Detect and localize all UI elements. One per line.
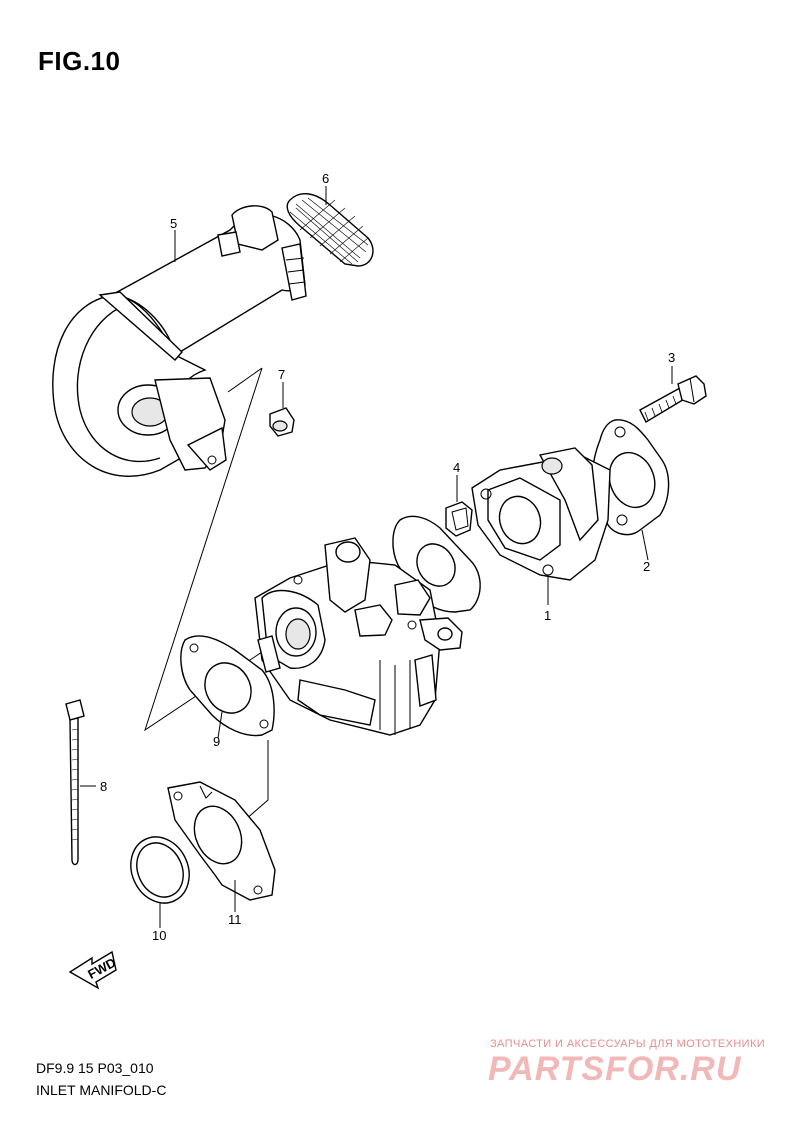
forward-direction-arrow: FWD	[68, 950, 118, 990]
part-5-intake-silencer	[52, 205, 307, 477]
callout-6: 6	[322, 171, 329, 186]
callout-11: 11	[228, 912, 242, 927]
part-10-o-ring	[130, 836, 190, 904]
callout-3: 3	[668, 350, 675, 365]
diagram-code: DF9.9 15 P03_010	[36, 1060, 154, 1076]
part-9-gasket	[180, 635, 275, 737]
carburetor-assembly	[254, 537, 463, 736]
figure-title: FIG.10	[38, 46, 121, 76]
callout-4: 4	[453, 460, 460, 475]
watermark-brand: PARTSFOR.RU	[488, 1050, 742, 1088]
part-8-cable-tie	[65, 699, 85, 866]
callout-2: 2	[643, 559, 650, 574]
part-3-bolt	[639, 375, 707, 423]
callout-10: 10	[152, 928, 166, 943]
part-1-intake-manifold	[471, 447, 611, 581]
callout-7: 7	[278, 367, 285, 382]
diagram-name: INLET MANIFOLD-C	[36, 1082, 167, 1098]
watermark-subtitle: ЗАПЧАСТИ И АКСЕССУАРЫ ДЛЯ МОТОТЕХНИКИ	[490, 1038, 766, 1050]
callout-5: 5	[170, 216, 177, 231]
part-4-cap	[445, 501, 473, 537]
part-6-screen-filter	[286, 193, 374, 267]
part-7-grommet	[269, 407, 295, 437]
callout-1: 1	[544, 608, 551, 623]
callout-8: 8	[100, 779, 107, 794]
leader-lines	[80, 186, 673, 928]
part-2-gasket	[592, 419, 670, 536]
callout-9: 9	[213, 734, 220, 749]
part-11-plate-gasket	[167, 781, 276, 901]
